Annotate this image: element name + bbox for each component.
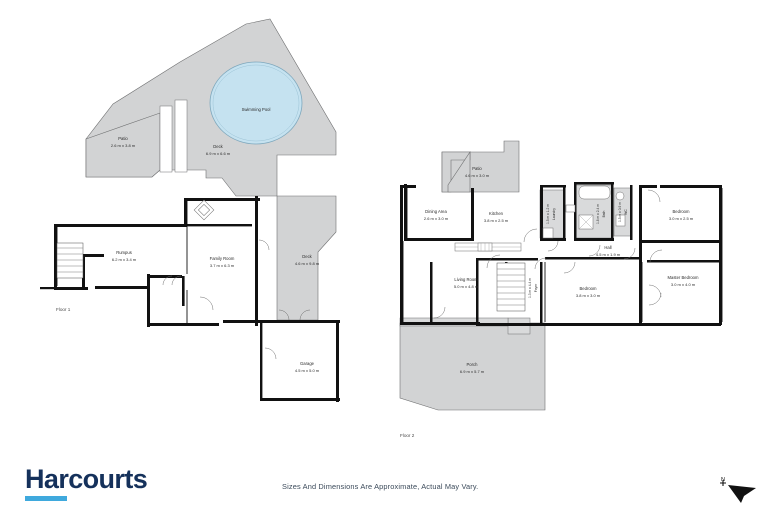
brand-wordmark: Harcourts — [25, 464, 148, 494]
floor-1-walls — [40, 196, 340, 402]
room-label-garage: Garage — [300, 361, 315, 366]
floor-2-group: Patio 4.6 m x 3.0 m Porch 6.9 m x 5.7 m — [399, 140, 723, 438]
room-dim-garage: 4.5 m x 5.0 m — [295, 368, 320, 373]
swimming-pool-shape — [209, 61, 303, 145]
room-label-deck-pool: Deck — [213, 144, 223, 149]
room-dim-foyer: 1.3 m x 4.4 m — [528, 278, 532, 298]
room-dim-bedroom-2: 3.0 m x 2.5 m — [669, 216, 694, 221]
room-dim-patio-f2: 4.6 m x 3.0 m — [465, 173, 490, 178]
room-label-bedroom-2: Bedroom — [673, 209, 691, 214]
compass-cross-icon — [720, 480, 726, 486]
floor-1-feature — [193, 199, 215, 221]
floor-2-walls — [400, 182, 723, 326]
patio-upper-wedge — [447, 151, 471, 193]
floor-2-label: Floor 2 — [400, 433, 415, 438]
room-dim-rumpus: 6.2 m x 3.4 m — [112, 257, 137, 262]
floor-2-doors — [433, 189, 663, 319]
room-label-family-room: Family Room — [210, 256, 235, 261]
room-label-swimming-pool: Swimming Pool — [242, 107, 271, 112]
room-label-dining-area: Dining Area — [425, 209, 447, 214]
room-dim-patio-f1: 2.6 m x 3.8 m — [111, 143, 136, 148]
room-dim-deck-pool: 6.9 m x 6.6 m — [206, 151, 231, 156]
brand-accent-bar — [25, 496, 67, 501]
deck-gap-1 — [159, 105, 173, 173]
room-dim-dining-area: 2.6 m x 3.0 m — [424, 216, 449, 221]
room-label-bedroom-1: Bedroom — [580, 286, 598, 291]
room-dim-kitchen: 3.8 m x 2.5 m — [484, 218, 509, 223]
room-label-wc: WC — [624, 209, 628, 215]
room-dim-family-room: 3.7 m x 6.3 m — [210, 263, 235, 268]
room-label-master-bedroom: Master Bedroom — [668, 275, 699, 280]
room-dim-master-bedroom: 3.0 m x 4.0 m — [671, 282, 696, 287]
room-label-rumpus: Rumpus — [116, 250, 132, 255]
floor-1-doors — [162, 239, 311, 360]
deck-gap-2 — [174, 99, 188, 173]
room-label-bath: Bath — [602, 210, 606, 217]
north-compass-icon: N — [720, 477, 756, 503]
room-label-foyer: Foyer — [534, 283, 538, 292]
room-label-patio-f2: Patio — [472, 166, 482, 171]
swimming-pool-inner — [212, 64, 300, 142]
harcourts-logo: Harcourts — [25, 464, 148, 501]
bathroom-fixtures — [565, 185, 626, 230]
patio-area-floor1 — [85, 112, 161, 178]
room-label-patio-f1: Patio — [118, 136, 128, 141]
floor-2-stairs — [496, 262, 526, 312]
room-label-kitchen: Kitchen — [489, 211, 504, 216]
room-dim-living-room: 5.0 m x 4.8 m — [454, 284, 479, 289]
kitchen-fixtures — [454, 242, 522, 252]
room-label-hall: Hall — [604, 245, 611, 250]
disclaimer-text: Sizes And Dimensions Are Approximate, Ac… — [282, 482, 479, 491]
laundry-fixtures — [542, 227, 554, 239]
room-dim-hall: 4.5 m x 1.9 m — [596, 252, 621, 257]
room-dim-bath: 1.8 m x 2.4 m — [596, 204, 600, 224]
room-dim-porch: 6.9 m x 5.7 m — [460, 369, 485, 374]
floor-1-group: Swimming Pool Patio 2.6 m x 3.8 m Deck 6… — [40, 18, 340, 402]
room-label-deck-side: Deck — [302, 254, 312, 259]
room-dim-laundry: 1.5 m x 1.2 m — [546, 204, 550, 224]
floor-1-stairs — [56, 242, 84, 279]
room-label-living-room: Living Room — [454, 277, 478, 282]
room-dim-deck-side: 4.6 m x 9.8 m — [295, 261, 320, 266]
room-label-laundry: Laundry — [552, 208, 556, 220]
floor-1-label: Floor 1 — [56, 307, 71, 312]
compass-arrow-icon — [728, 485, 756, 503]
room-label-porch: Porch — [467, 362, 479, 367]
room-dim-bedroom-1: 3.8 m x 3.0 m — [576, 293, 601, 298]
room-dim-wc: 1.5 m x 0.9 m — [618, 202, 622, 222]
